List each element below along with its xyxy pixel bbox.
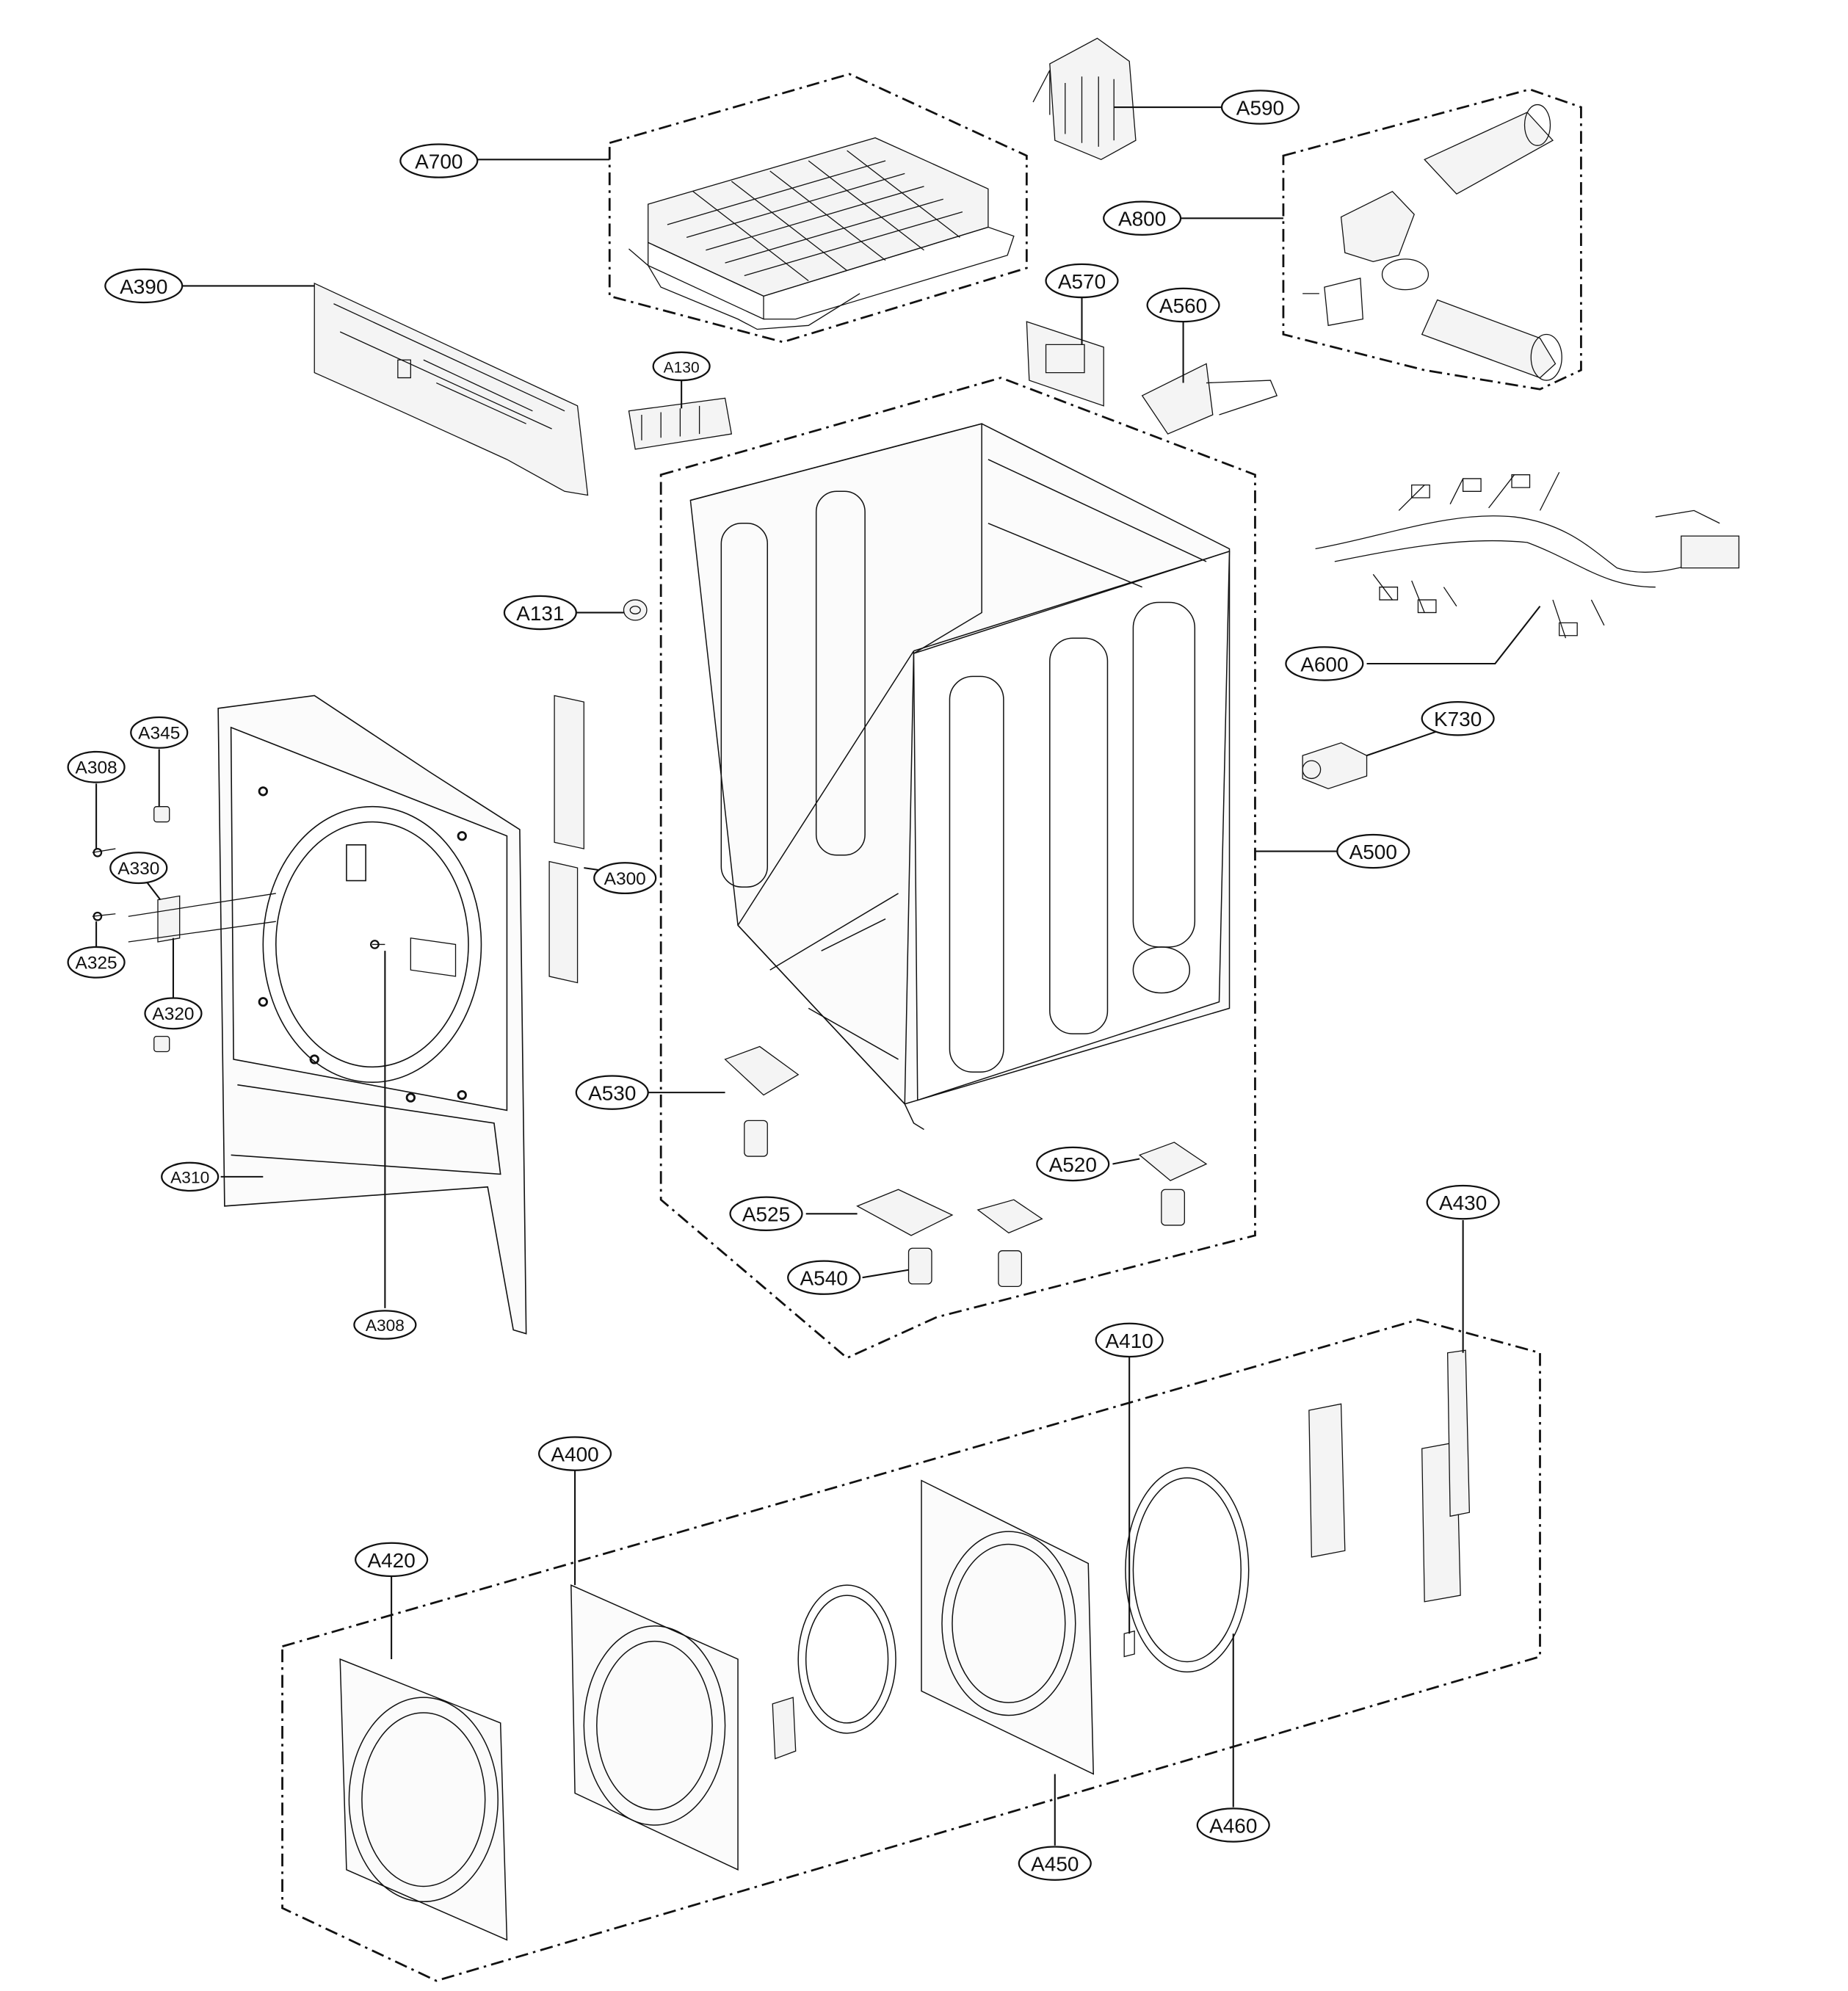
callout-a520-label: A520 <box>1049 1153 1097 1176</box>
callout-a525: A525 <box>729 1196 803 1232</box>
callout-a130: A130 <box>652 351 711 382</box>
a520-bracket-drawing <box>978 1142 1206 1233</box>
callout-a600-label: A600 <box>1300 653 1348 675</box>
hinge-drawing <box>772 1350 1469 1758</box>
callout-a700-label: A700 <box>415 150 463 173</box>
a450-door-frame-drawing <box>921 1481 1093 1774</box>
callout-a540: A540 <box>787 1260 861 1295</box>
callout-a450: A450 <box>1018 1846 1092 1881</box>
a590-bracket-drawing <box>1033 38 1136 159</box>
a530-bracket-drawing <box>725 1047 799 1095</box>
callout-k730: K730 <box>1421 701 1495 736</box>
a330-latch-drawing <box>128 893 276 942</box>
a345-clip-drawing <box>154 807 170 822</box>
callout-a410: A410 <box>1095 1322 1164 1358</box>
callout-a131-label: A131 <box>516 602 564 625</box>
callout-a308-top-label: A308 <box>76 758 117 778</box>
group-outline-a800 <box>1282 88 1582 391</box>
leader-lines <box>95 106 1541 1846</box>
a570-bracket-drawing <box>1026 322 1104 406</box>
callout-a325: A325 <box>67 946 126 979</box>
callout-a500-label: A500 <box>1349 841 1397 863</box>
callout-a345-label: A345 <box>138 724 180 744</box>
a600-harness-drawing <box>1316 472 1739 638</box>
callout-a570-label: A570 <box>1058 270 1106 293</box>
a310-front-panel-drawing <box>218 695 526 1333</box>
callout-a330-label: A330 <box>117 859 159 879</box>
k730-valve-drawing <box>1302 743 1366 789</box>
a390-plate-drawing <box>314 283 587 496</box>
callout-a500: A500 <box>1336 833 1410 869</box>
callout-a410-label: A410 <box>1106 1330 1153 1352</box>
callout-a560: A560 <box>1146 287 1220 323</box>
callout-a345: A345 <box>130 716 189 749</box>
callout-a420: A420 <box>355 1542 429 1578</box>
callout-a310-label: A310 <box>170 1168 209 1187</box>
a300-bracket-drawing <box>410 695 584 982</box>
callouts: A700 A590 A800 A390 A570 A560 A130 A131 … <box>67 90 1500 1881</box>
callout-a131: A131 <box>503 595 577 631</box>
callout-a560-label: A560 <box>1159 294 1207 317</box>
callout-a400: A400 <box>537 1436 612 1471</box>
a320-clip-drawing <box>154 1037 170 1052</box>
a500-cabinet-drawing <box>690 424 1229 1129</box>
screws-drawing <box>93 847 385 949</box>
a400-door-inner-drawing <box>571 1585 738 1870</box>
callout-a540-label: A540 <box>800 1267 848 1290</box>
a560-duct-drawing <box>1142 363 1278 434</box>
callout-a520: A520 <box>1036 1146 1110 1182</box>
callout-a600: A600 <box>1285 646 1364 681</box>
callout-a430-label: A430 <box>1439 1192 1487 1214</box>
group-outline-door <box>281 1319 1541 1982</box>
group-outline-a700 <box>608 73 1028 344</box>
callout-a570: A570 <box>1045 263 1119 299</box>
callout-a530-label: A530 <box>588 1082 636 1105</box>
callout-a308-bottom: A308 <box>353 1310 417 1340</box>
callout-a300-label: A300 <box>604 869 646 889</box>
callout-a320: A320 <box>144 997 203 1030</box>
callout-a450-label: A450 <box>1031 1853 1079 1876</box>
callout-a590: A590 <box>1220 90 1300 125</box>
a540-feet-drawing <box>744 1120 1185 1286</box>
callout-a400-label: A400 <box>551 1443 598 1466</box>
callout-a390: A390 <box>104 268 184 304</box>
callout-a320-label: A320 <box>152 1004 194 1024</box>
callout-a308-top: A308 <box>67 750 126 783</box>
a800-duct-drawing <box>1302 105 1562 381</box>
a420-door-outer-drawing <box>340 1659 507 1940</box>
callout-a525-label: A525 <box>742 1203 790 1226</box>
callout-a460-label: A460 <box>1209 1814 1257 1837</box>
callout-a700: A700 <box>399 143 479 178</box>
callout-a300: A300 <box>593 862 657 895</box>
group-outline-cabinet <box>659 377 1256 1360</box>
callout-a130-label: A130 <box>664 360 700 377</box>
a410-pin-drawing <box>1124 1631 1134 1657</box>
a400-ring-drawing <box>798 1585 896 1733</box>
callout-a420-label: A420 <box>367 1549 415 1572</box>
callout-a530: A530 <box>575 1075 649 1110</box>
callout-a308-bottom-label: A308 <box>366 1316 405 1335</box>
callout-a590-label: A590 <box>1236 97 1284 120</box>
callout-a800: A800 <box>1103 200 1182 236</box>
a525-bracket-drawing <box>858 1189 952 1236</box>
callout-a330: A330 <box>109 852 168 885</box>
a131-grommet-drawing <box>623 600 646 620</box>
callout-k730-label: K730 <box>1434 708 1482 730</box>
a700-basket-drawing <box>628 138 1013 330</box>
callout-a325-label: A325 <box>76 954 117 973</box>
a460-gasket-drawing <box>1126 1468 1249 1672</box>
a130-bracket-drawing <box>628 398 731 449</box>
callout-a430: A430 <box>1426 1184 1500 1220</box>
callout-a310: A310 <box>161 1161 220 1192</box>
callout-a800-label: A800 <box>1118 208 1166 231</box>
callout-a390-label: A390 <box>120 275 167 298</box>
callout-a460: A460 <box>1196 1807 1270 1843</box>
